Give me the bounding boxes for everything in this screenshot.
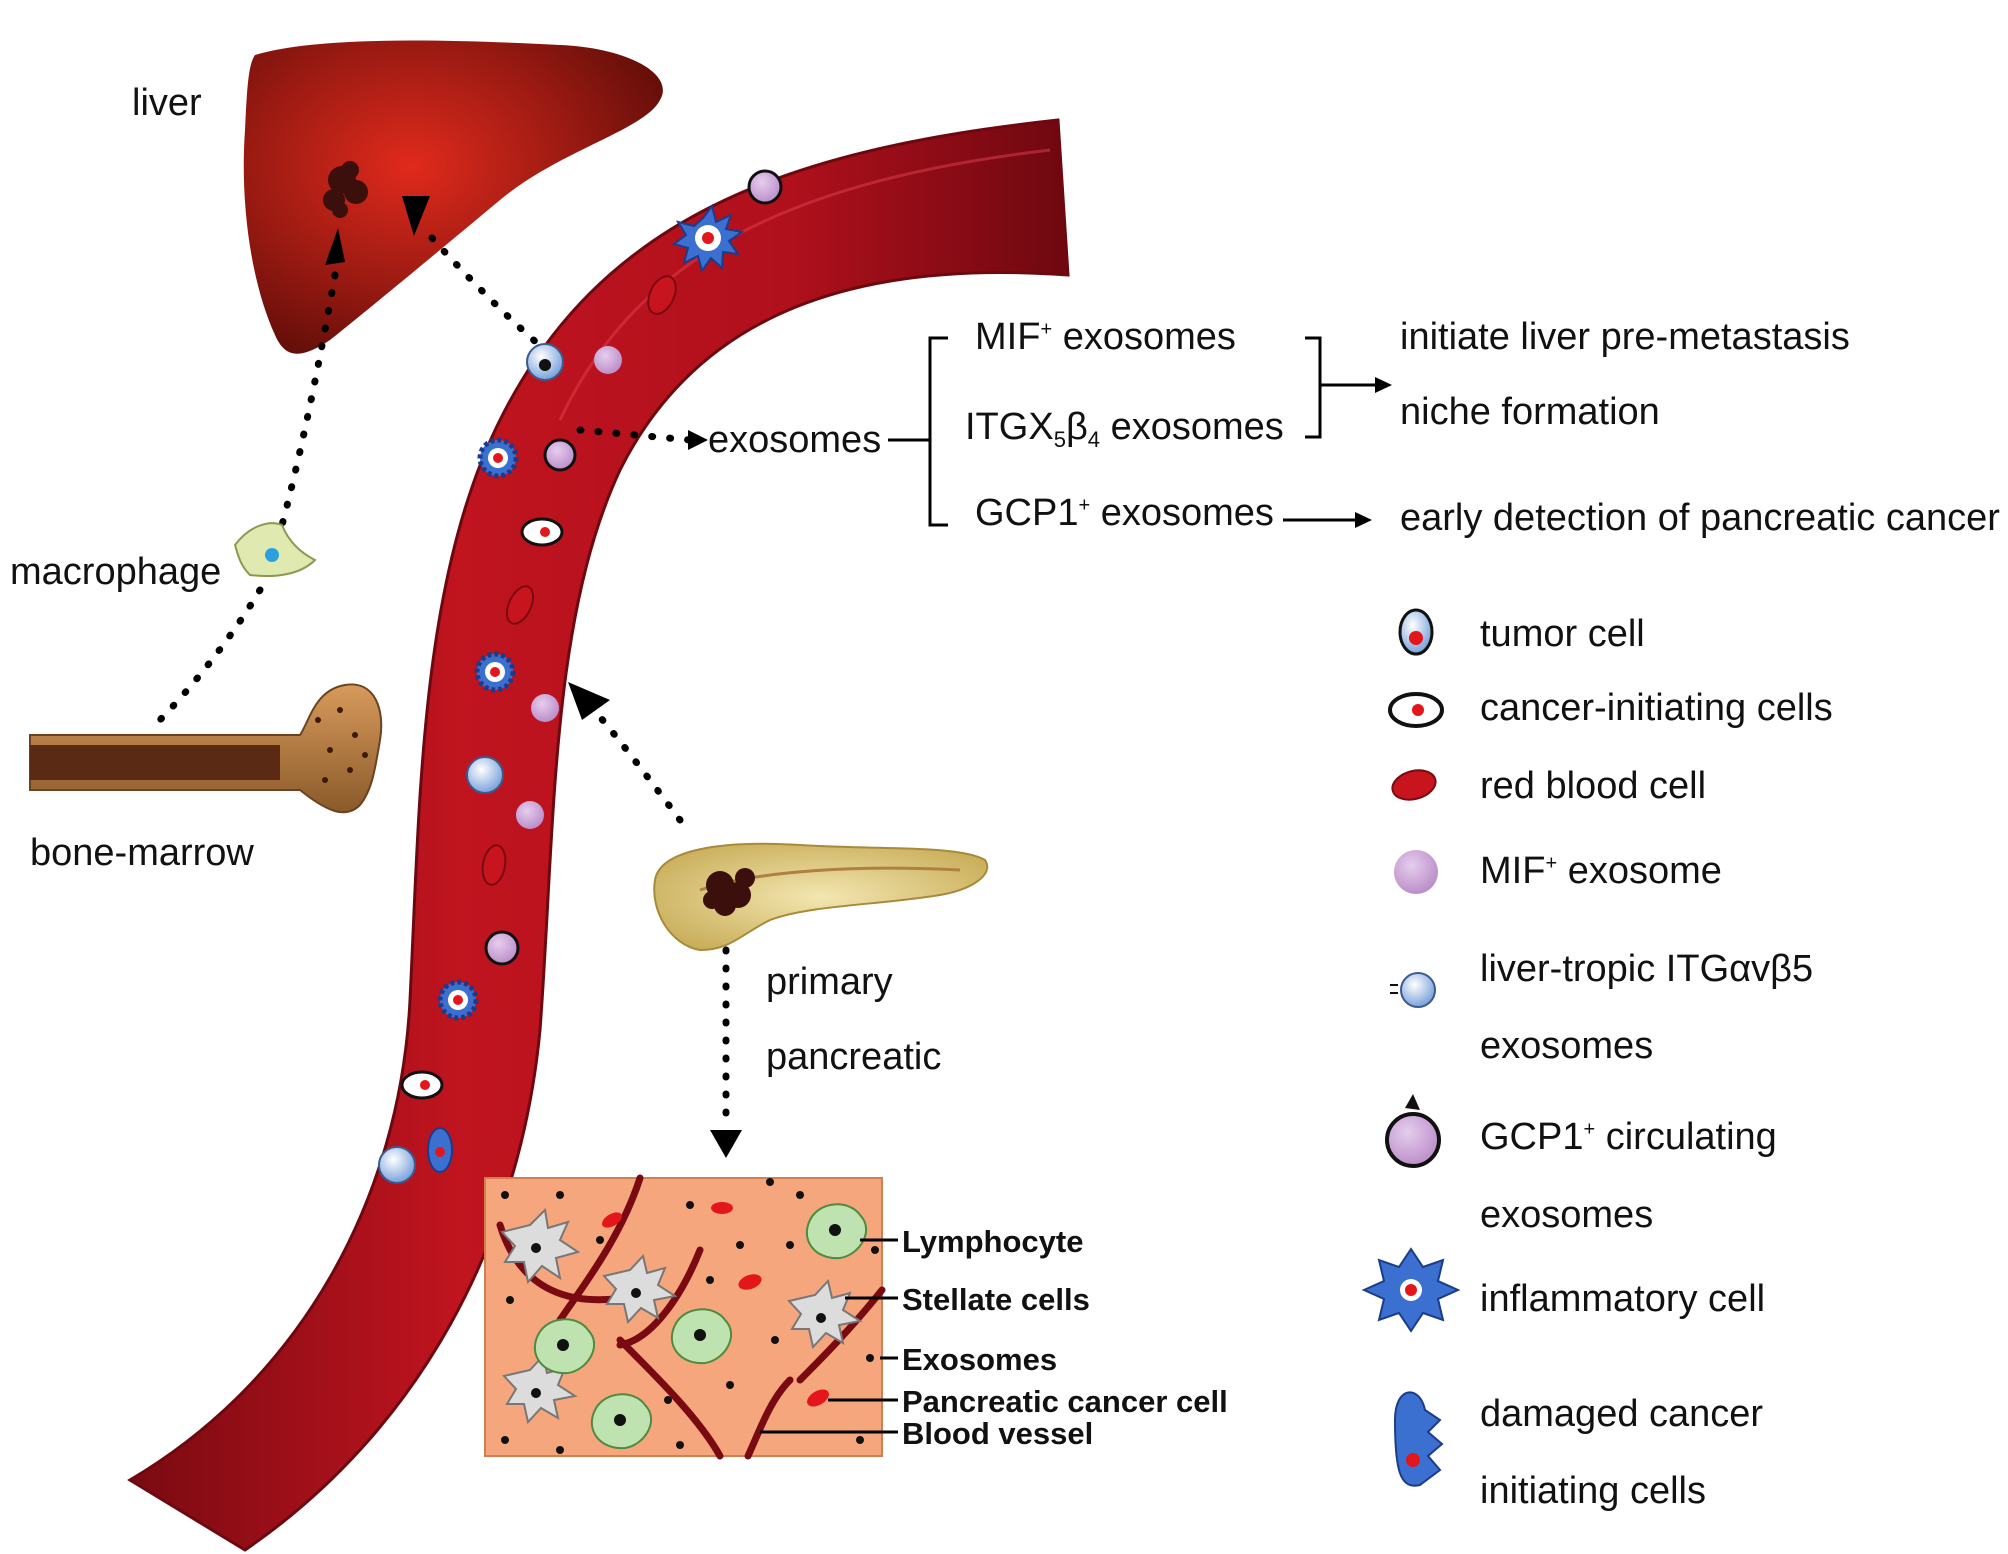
outcome-liver-line2: niche formation bbox=[1400, 391, 1660, 433]
inflammatory-cell-icon bbox=[437, 979, 479, 1021]
red-blood-cell-icon bbox=[481, 844, 507, 886]
dotted-arrows bbox=[151, 234, 730, 1119]
liver-icon bbox=[243, 40, 663, 354]
micro-lymphocyte-label: Lymphocyte bbox=[902, 1224, 1084, 1259]
mif-exosome-icon bbox=[531, 694, 559, 722]
vessel-cells bbox=[378, 169, 783, 1184]
micro-exosomes-label: Exosomes bbox=[902, 1342, 1058, 1377]
legend-damaged-2: initiating cells bbox=[1480, 1470, 1706, 1512]
damaged-cancer-cell-icon bbox=[1393, 1391, 1444, 1487]
inflammatory-cell-icon bbox=[477, 437, 519, 479]
outcome-liver-line1: initiate liver pre-metastasis bbox=[1400, 316, 1850, 358]
micro-stellate-label: Stellate cells bbox=[902, 1282, 1090, 1317]
legend-inflammatory-cell: inflammatory cell bbox=[1480, 1278, 1766, 1320]
legend-red-blood-cell: red blood cell bbox=[1480, 765, 1707, 807]
primary-label: primary bbox=[766, 961, 893, 1003]
tumor-cell-icon bbox=[526, 343, 564, 381]
bone-marrow-icon bbox=[29, 683, 383, 814]
inflammatory-cell-icon bbox=[671, 203, 745, 274]
red-blood-cell-icon bbox=[1391, 769, 1437, 801]
itg-exosomes-label: ITGX5β4 exosomes bbox=[965, 406, 1284, 452]
red-blood-cell-icon bbox=[505, 585, 535, 625]
legend-tumor-cell: tumor cell bbox=[1480, 613, 1645, 655]
macrophage-icon bbox=[233, 522, 317, 578]
gcp1-exosomes-label: GCP1+ exosomes bbox=[975, 492, 1274, 534]
outcome-early-detection: early detection of pancreatic cancer bbox=[1400, 497, 2000, 539]
liver-label: liver bbox=[132, 82, 202, 124]
red-blood-cell-icon bbox=[647, 275, 677, 315]
pancreatic-label: pancreatic bbox=[766, 1036, 942, 1078]
arrow-heads bbox=[568, 430, 742, 1158]
exosomes-root-label: exosomes bbox=[708, 419, 882, 461]
legend-liver-tropic-1: liver-tropic ITGαvβ5 bbox=[1480, 948, 1814, 990]
legend-gcp1-exosomes: exosomes bbox=[1480, 1194, 1654, 1236]
legend-icons bbox=[1361, 608, 1461, 1487]
mif-exosome-icon bbox=[516, 801, 544, 829]
legend-cancer-initiating: cancer-initiating cells bbox=[1480, 687, 1833, 729]
microenvironment-panel bbox=[484, 1174, 898, 1460]
micro-pancreatic-cancer-label: Pancreatic cancer cell bbox=[902, 1384, 1228, 1419]
gcp1-exosome-icon bbox=[1385, 1094, 1441, 1168]
cancer-initiating-cell-icon bbox=[520, 517, 564, 547]
bone-marrow-label: bone-marrow bbox=[30, 832, 254, 874]
macrophage-label: macrophage bbox=[10, 551, 222, 593]
pancreas-icon bbox=[653, 842, 989, 952]
mif-exosome-icon bbox=[594, 346, 622, 374]
gcp1-exosome-icon bbox=[747, 169, 783, 205]
cancer-initiating-cell-icon bbox=[400, 1070, 444, 1100]
gcp1-exosome-icon bbox=[543, 438, 577, 472]
liver-tropic-exosome-icon bbox=[1390, 972, 1436, 1008]
legend-damaged-1: damaged cancer bbox=[1480, 1393, 1764, 1435]
damaged-cancer-cell-icon bbox=[427, 1127, 453, 1173]
bracket-arrowheads bbox=[1355, 377, 1392, 528]
mif-exosome-icon bbox=[1394, 850, 1438, 894]
legend-gcp1-circulating: GCP1+ circulating bbox=[1480, 1116, 1777, 1158]
liver-tropic-exosome-icon bbox=[378, 1146, 416, 1184]
gcp1-exosome-icon bbox=[484, 930, 520, 966]
cancer-initiating-cell-icon bbox=[1388, 692, 1444, 728]
legend-mif-exosome: MIF+ exosome bbox=[1480, 850, 1722, 892]
bracket-lines bbox=[888, 336, 1375, 527]
inflammatory-cell-icon bbox=[1361, 1247, 1461, 1333]
micro-blood-vessel-label: Blood vessel bbox=[902, 1416, 1094, 1451]
liver-tropic-exosome-icon bbox=[466, 756, 504, 794]
legend-liver-tropic-2: exosomes bbox=[1480, 1025, 1654, 1067]
mif-exosomes-label: MIF+ exosomes bbox=[975, 316, 1236, 358]
tumor-cell-icon bbox=[1398, 608, 1434, 656]
inflammatory-cell-icon bbox=[474, 651, 516, 693]
